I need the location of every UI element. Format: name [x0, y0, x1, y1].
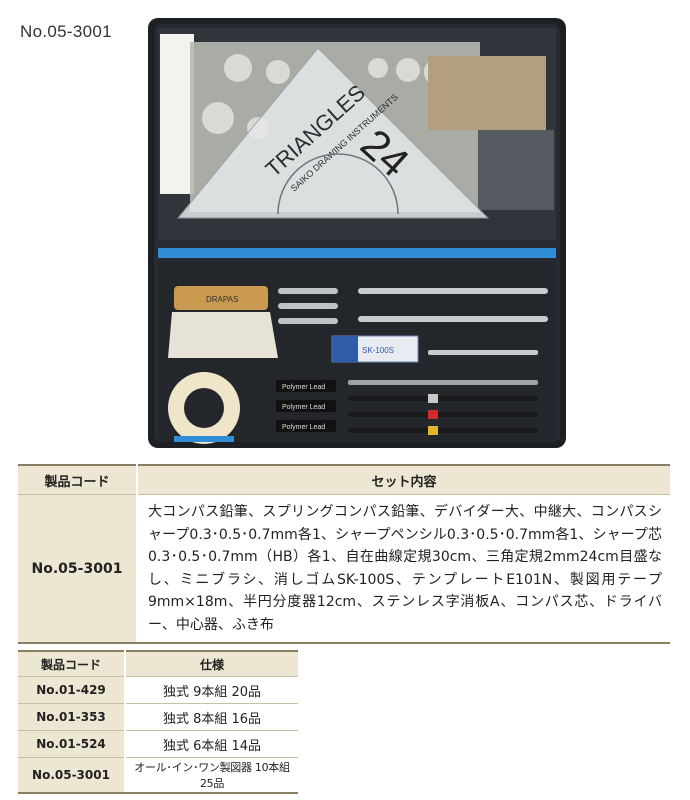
spec-code: No.05-3001 — [18, 757, 126, 794]
lead-label-2: Polymer Lead — [282, 404, 325, 411]
lead-label-1: Polymer Lead — [282, 384, 325, 391]
spec-value: 独式 6本組 14品 — [125, 730, 298, 758]
table-row: No.01-524 独式 6本組 14品 — [18, 730, 298, 758]
spec-value: 独式 9本組 20品 — [125, 676, 298, 704]
spec-code: No.01-353 — [18, 703, 126, 731]
spec-header-code: 製品コード — [18, 650, 126, 677]
spec-code: No.01-524 — [18, 730, 126, 758]
product-photo: TRIANGLES SAIKO DRAWING INSTRUMENTS 24 D… — [148, 18, 566, 448]
table-row: No.01-429 独式 9本組 20品 — [18, 676, 298, 704]
set-header-contents: セット内容 — [137, 464, 670, 495]
product-code-title: No.05-3001 — [20, 22, 112, 41]
spec-value: 独式 8本組 16品 — [125, 703, 298, 731]
spec-code: No.01-429 — [18, 676, 126, 704]
spec-table: 製品コード 仕様 No.01-429 独式 9本組 20品 No.01-353 … — [18, 650, 298, 794]
spec-value: オール･イン･ワン製図器 10本組 25品 — [125, 757, 298, 794]
lead-label-3: Polymer Lead — [282, 424, 325, 431]
set-header-code: 製品コード — [18, 464, 138, 495]
table-row: No.05-3001 オール･イン･ワン製図器 10本組 25品 — [18, 757, 298, 794]
set-code-cell: No.05-3001 — [18, 494, 138, 644]
brush-logo: DRAPAS — [206, 295, 238, 304]
spec-header-spec: 仕様 — [125, 650, 298, 677]
table-row: No.01-353 独式 8本組 16品 — [18, 703, 298, 731]
eraser-label: SK-100S — [362, 346, 394, 355]
set-contents-table: 製品コード セット内容 No.05-3001 大コンパス鉛筆、スプリングコンパス… — [18, 464, 670, 644]
set-contents-cell: 大コンパス鉛筆、スプリングコンパス鉛筆、デバイダー大、中継大、コンパスシャープ0… — [137, 494, 670, 644]
